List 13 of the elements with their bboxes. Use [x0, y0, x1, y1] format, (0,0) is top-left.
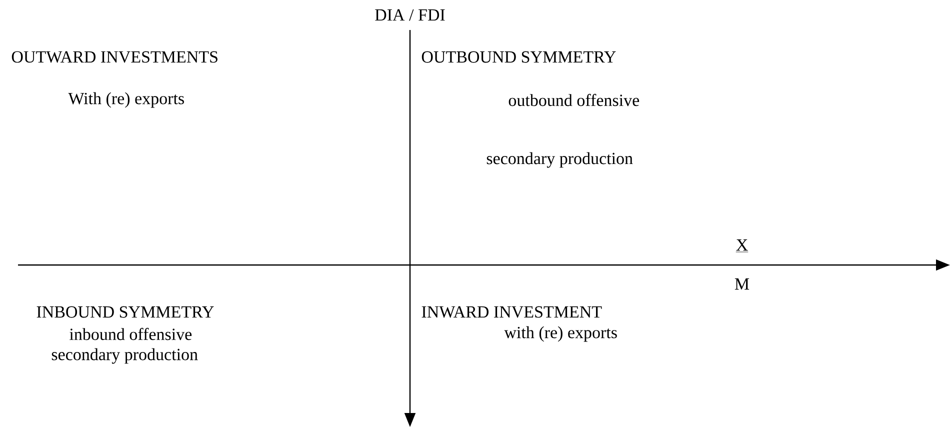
axis-label: M [734, 278, 750, 290]
quadrant-text: secondary production [52, 348, 198, 364]
axis-label: DIA / FDI [375, 9, 445, 21]
quadrant-heading: OUTBOUND SYMMETRY [422, 51, 616, 63]
quadrant-text: with (re) exports [504, 326, 617, 342]
quadrant-text: secondary production [486, 152, 633, 168]
quadrant-text: outbound offensive [508, 94, 640, 106]
quadrant-heading: INWARD INVESTMENT [422, 306, 602, 318]
quadrant-text: inbound offensive [70, 328, 192, 340]
axis-label: X [736, 239, 748, 252]
quadrant-heading: OUTWARD INVESTMENTS [12, 51, 218, 63]
quadrant-text: With (re) exports [68, 92, 184, 108]
quadrant-heading: INBOUND SYMMETRY [36, 306, 214, 318]
